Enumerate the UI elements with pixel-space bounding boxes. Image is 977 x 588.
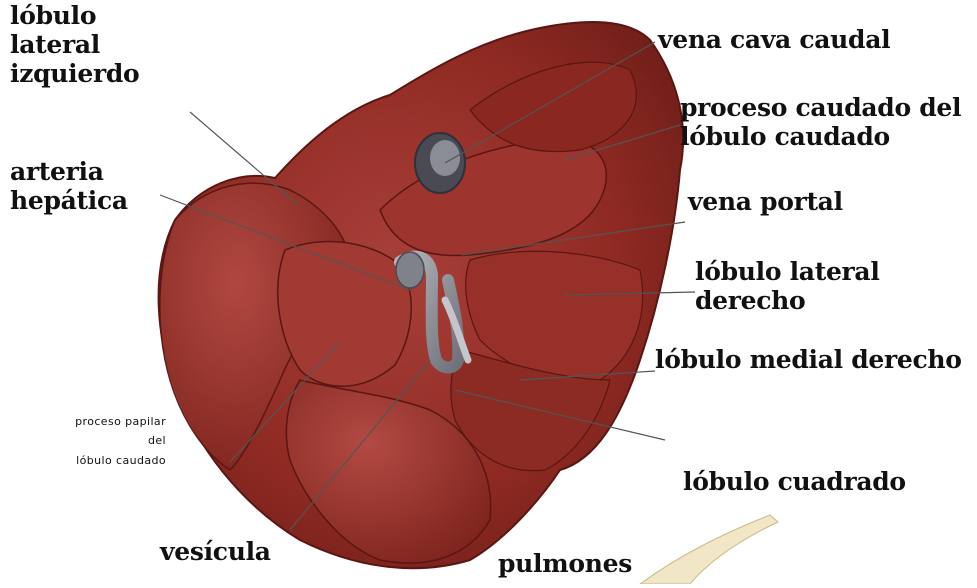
label-proceso-caudado: proceso caudado del lóbulo caudado bbox=[680, 94, 961, 152]
label-vena-portal: vena portal bbox=[688, 188, 843, 217]
label-lobulo-medial-derecho: lóbulo medial derecho bbox=[655, 346, 962, 375]
label-proceso-papilar: proceso papilar del lóbulo caudado bbox=[20, 412, 166, 470]
lung-sketch bbox=[640, 515, 778, 584]
label-lobulo-lateral-izquierdo: lóbulo lateral izquierdo bbox=[10, 2, 139, 88]
label-line: izquierdo bbox=[10, 59, 139, 88]
label-line: hepática bbox=[10, 186, 128, 215]
label-line: lóbulo medial derecho bbox=[655, 345, 962, 374]
label-pulmones: pulmones bbox=[498, 550, 632, 579]
label-lobulo-cuadrado: lóbulo cuadrado bbox=[683, 468, 906, 497]
label-line: pulmones bbox=[498, 549, 632, 578]
label-vesicula: vesícula bbox=[160, 538, 271, 567]
label-lobulo-lateral-derecho: lóbulo lateral derecho bbox=[695, 258, 880, 316]
label-line: lateral bbox=[10, 30, 100, 59]
label-line: derecho bbox=[695, 286, 805, 315]
label-line: lóbulo bbox=[10, 1, 96, 30]
label-arteria-hepatica: arteria hepática bbox=[10, 158, 128, 216]
label-line: lóbulo lateral bbox=[695, 257, 880, 286]
label-line: lóbulo caudado bbox=[680, 122, 890, 151]
label-line: arteria bbox=[10, 157, 104, 186]
label-line: del bbox=[148, 434, 166, 447]
label-line: vena cava caudal bbox=[658, 25, 890, 54]
label-line: proceso caudado del bbox=[680, 93, 961, 122]
label-line: proceso papilar bbox=[75, 415, 166, 428]
vena-cava-vessel bbox=[415, 133, 465, 193]
label-line: vena portal bbox=[688, 187, 843, 216]
label-line: lóbulo caudado bbox=[76, 454, 166, 467]
papillary-process bbox=[278, 242, 411, 387]
label-vena-cava-caudal: vena cava caudal bbox=[658, 26, 890, 55]
label-line: vesícula bbox=[160, 537, 271, 566]
label-line: lóbulo cuadrado bbox=[683, 467, 906, 496]
